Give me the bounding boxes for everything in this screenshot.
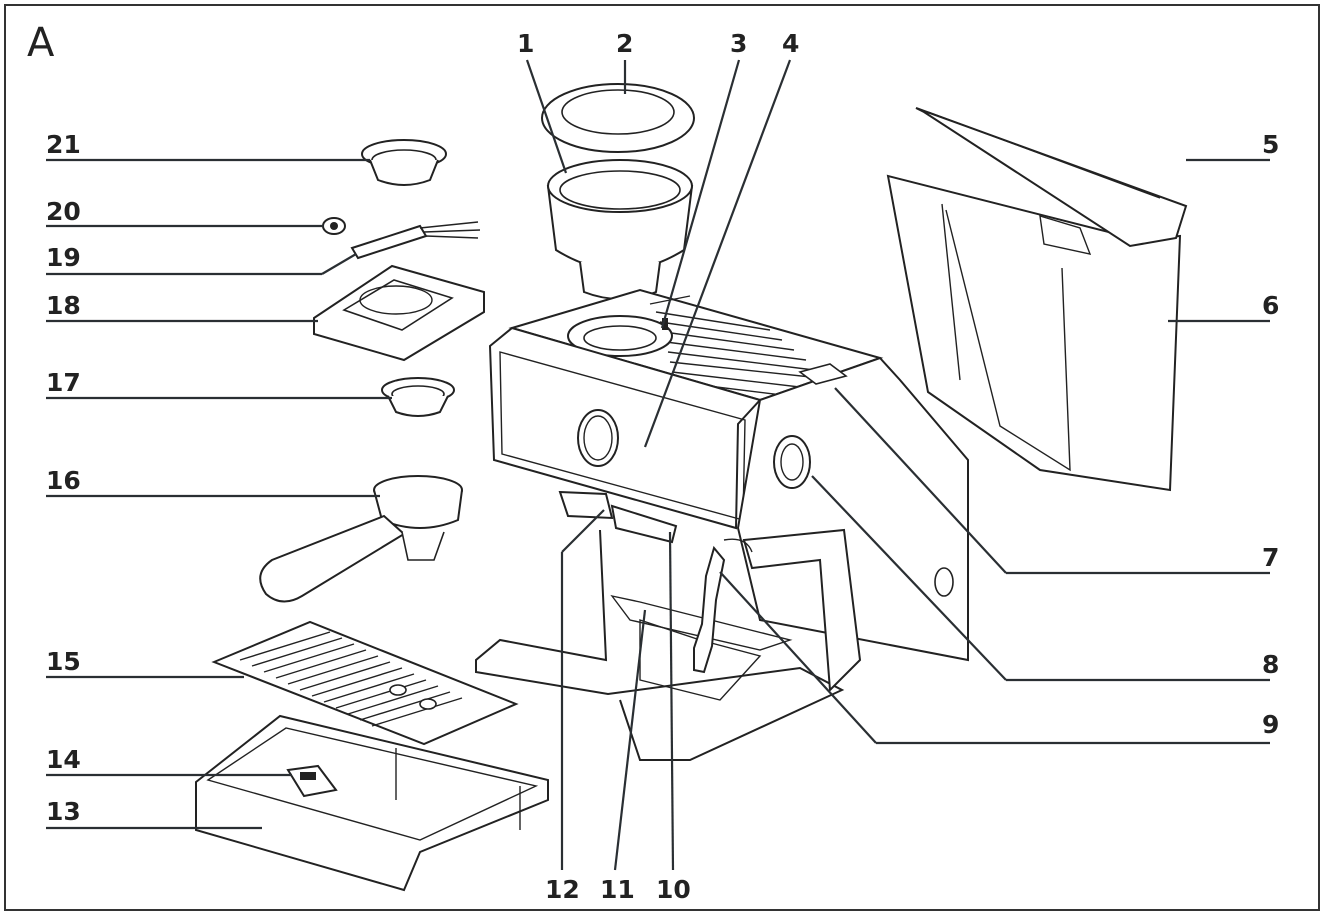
callout-15: 15 bbox=[46, 647, 81, 676]
callout-1: 1 bbox=[517, 29, 534, 58]
callout-9: 9 bbox=[1262, 710, 1279, 739]
single-filter-basket bbox=[381, 377, 455, 417]
callout-14: 14 bbox=[46, 745, 81, 774]
cleaning-pin bbox=[322, 217, 346, 235]
water-tank-lid bbox=[915, 107, 1188, 248]
drip-grid bbox=[211, 620, 519, 746]
machine-body bbox=[475, 288, 969, 761]
drip-tray bbox=[195, 714, 549, 892]
callout-3: 3 bbox=[730, 29, 747, 58]
callout-21: 21 bbox=[46, 130, 81, 159]
leader-lines bbox=[46, 59, 1270, 871]
callout-7: 7 bbox=[1262, 543, 1279, 572]
callout-18: 18 bbox=[46, 291, 81, 320]
bean-hopper bbox=[546, 159, 694, 300]
diagram-frame bbox=[4, 4, 1320, 911]
bean-hopper-lid bbox=[541, 83, 695, 153]
callout-11: 11 bbox=[600, 875, 635, 904]
tank-connector bbox=[798, 363, 848, 385]
callout-13: 13 bbox=[46, 797, 81, 826]
callout-10: 10 bbox=[656, 875, 691, 904]
callout-20: 20 bbox=[46, 197, 81, 226]
callout-2: 2 bbox=[616, 29, 633, 58]
drip-tray-float bbox=[286, 764, 338, 798]
cleaning-brush bbox=[350, 221, 481, 260]
double-filter-basket bbox=[361, 139, 447, 186]
callout-17: 17 bbox=[46, 368, 81, 397]
callout-12: 12 bbox=[545, 875, 580, 904]
panel-label: A bbox=[27, 20, 55, 66]
tamper-holder bbox=[313, 264, 485, 362]
callout-19: 19 bbox=[46, 243, 81, 272]
portafilter bbox=[259, 475, 463, 603]
callout-5: 5 bbox=[1262, 130, 1279, 159]
callout-8: 8 bbox=[1262, 650, 1279, 679]
callout-6: 6 bbox=[1262, 291, 1279, 320]
callout-16: 16 bbox=[46, 466, 81, 495]
callout-labels: 1 2 3 4 5 6 7 8 9 10 11 12 13 14 15 16 1… bbox=[46, 29, 1279, 904]
callout-4: 4 bbox=[782, 29, 799, 58]
